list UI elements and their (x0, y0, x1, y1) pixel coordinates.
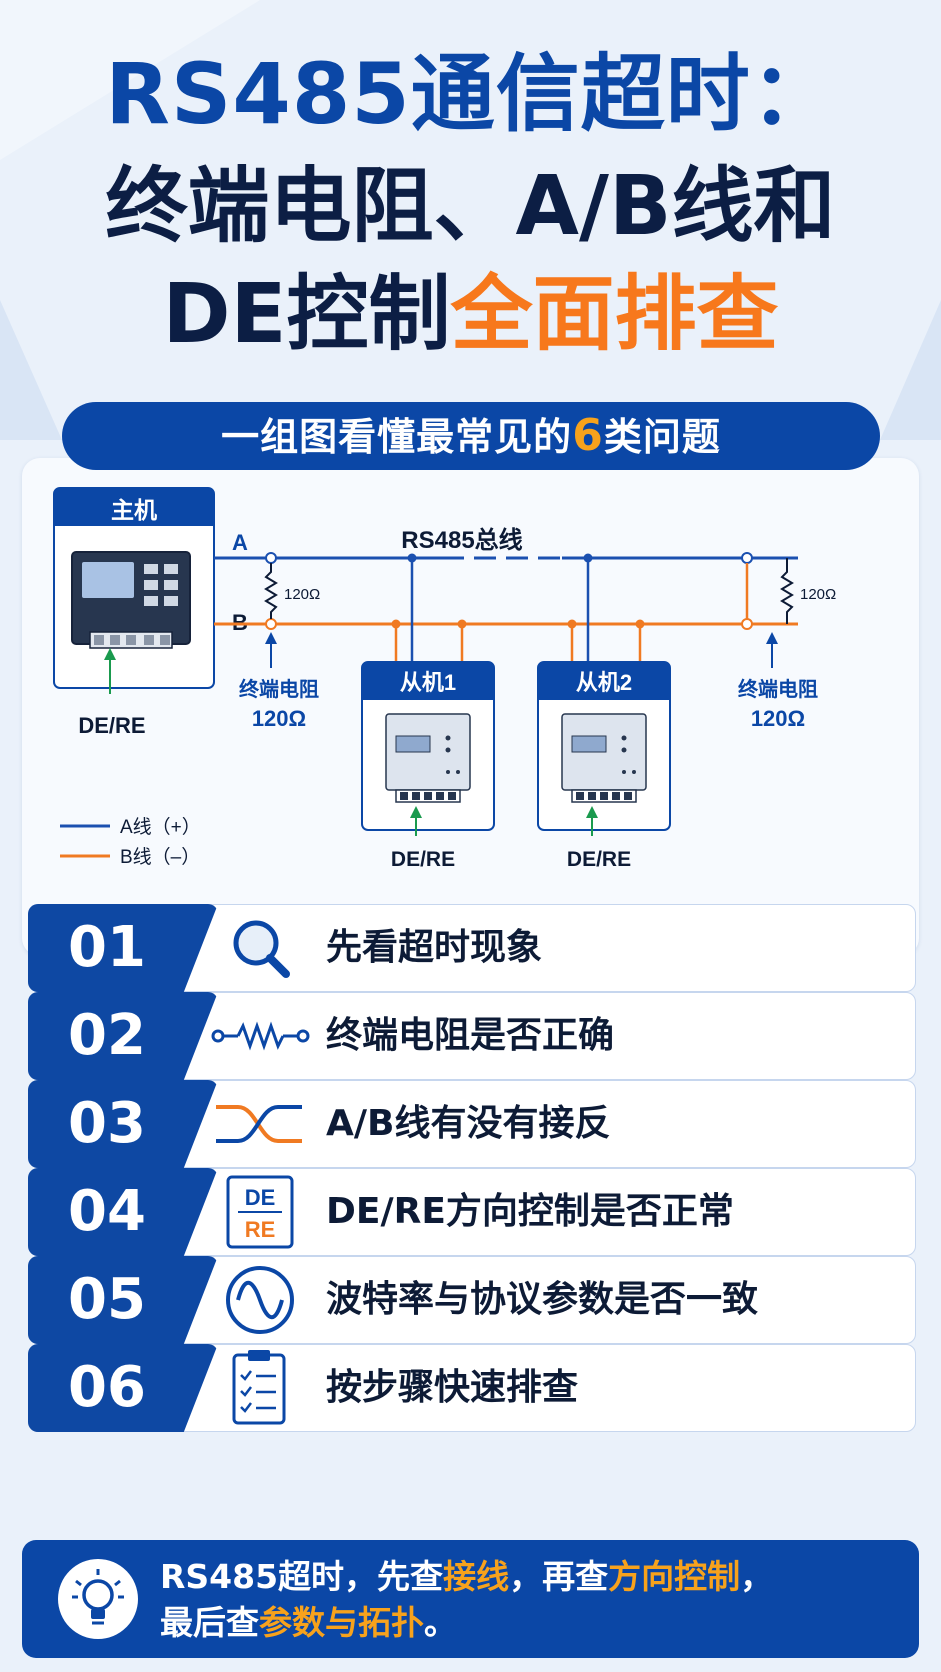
step-2-number: 02 (68, 1003, 146, 1068)
step-row-4: 04 DE RE DE/RE方向控制是否正常 (28, 1168, 916, 1256)
right-resistor-value: 120Ω (800, 586, 836, 603)
summary-text-5: 。 (424, 1603, 457, 1642)
step-row-5: 05 波特率与协议参数是否一致 (28, 1256, 916, 1344)
summary-highlight-wiring: 接线 (443, 1557, 510, 1596)
slave-1-connections (391, 553, 467, 662)
summary-line-1: RS485超时，先查接线，再查方向控制， (160, 1560, 773, 1593)
step-row-1: 01 先看超时现象 (28, 904, 916, 992)
summary-text-3: ， (740, 1557, 774, 1596)
legend-b-label: B线（–） (120, 846, 200, 868)
subtitle-banner: 一组图看懂最常见的6类问题 (62, 402, 880, 470)
summary-text-2: ，再查 (509, 1557, 609, 1596)
rs485-bus-diagram: RS485总线 主机 DE/RE A B 120Ω 终端电阻 (53, 487, 836, 871)
summary-highlight-params: 参数与拓扑 (259, 1603, 424, 1642)
step-6-number: 06 (68, 1355, 146, 1420)
step-1-label: 先看超时现象 (326, 927, 543, 968)
title-line-3: DE控制全面排查 (0, 274, 941, 356)
left-termination-resistor: 120Ω 终端电阻 120Ω (239, 552, 320, 731)
summary-text-1: RS485超时，先查 (160, 1557, 444, 1596)
master-device: 主机 DE/RE (53, 487, 215, 738)
title-line-2: 终端电阻、A/B线和 (105, 159, 836, 254)
summary-banner: RS485超时，先查接线，再查方向控制， 最后查参数与拓扑。 (22, 1540, 919, 1658)
lightbulb-icon (58, 1559, 138, 1639)
slave-device-1: 从机1 DE/RE (361, 661, 495, 871)
step-row-6: 06 按步骤快速排查 (28, 1344, 916, 1432)
step-row-2: 02 终端电阻是否正确 (28, 992, 916, 1080)
de-re-icon-top: DE (245, 1185, 276, 1210)
step-3-number: 03 (68, 1091, 146, 1156)
summary-highlight-direction: 方向控制 (608, 1557, 741, 1596)
left-term-label: 终端电阻 (239, 677, 319, 701)
legend-a-label: A线（+） (120, 816, 201, 838)
right-term-value: 120Ω (751, 706, 805, 731)
step-1-number: 01 (68, 915, 146, 980)
slave-2-de-re-label: DE/RE (567, 848, 631, 871)
resistor-icon (198, 995, 328, 1077)
crossed-wires-icon (198, 1083, 328, 1165)
legend: A线（+） B线（–） (60, 816, 201, 868)
title-highlight: 全面排查 (450, 267, 779, 362)
right-termination-resistor: 120Ω 终端电阻 120Ω (738, 552, 836, 731)
master-label: 主机 (111, 497, 157, 523)
bus-label: RS485总线 (401, 526, 522, 554)
step-5-number: 05 (68, 1267, 146, 1332)
step-6-label: 按步骤快速排查 (326, 1367, 579, 1408)
subtitle-number: 6 (572, 410, 604, 461)
summary-text-4: 最后查 (160, 1603, 259, 1642)
de-re-icon: DE RE (198, 1171, 328, 1253)
subtitle-prefix: 一组图看懂最常见的 (221, 415, 573, 459)
step-5-label: 波特率与协议参数是否一致 (326, 1279, 759, 1320)
magnifier-icon (198, 907, 328, 989)
subtitle-suffix: 类问题 (603, 415, 721, 459)
slave-1-de-re-label: DE/RE (391, 848, 455, 871)
left-resistor-value: 120Ω (284, 586, 320, 603)
step-2-label: 终端电阻是否正确 (326, 1015, 615, 1056)
master-de-re-label: DE/RE (78, 713, 145, 738)
slave-1-label: 从机1 (400, 670, 456, 695)
slave-2-label: 从机2 (576, 670, 632, 695)
title-line-1: RS485通信超时： (105, 45, 836, 143)
step-4-label: DE/RE方向控制是否正常 (326, 1191, 734, 1232)
step-row-3: 03 A/B线有没有接反 (28, 1080, 916, 1168)
left-term-value: 120Ω (252, 706, 306, 731)
sine-wave-icon (198, 1259, 328, 1341)
checklist-icon (198, 1347, 328, 1429)
slave-2-connections (567, 553, 645, 662)
step-4-number: 04 (68, 1179, 146, 1244)
right-term-label: 终端电阻 (738, 677, 818, 701)
slave-device-2: 从机2 DE/RE (537, 661, 671, 871)
de-re-icon-bottom: RE (245, 1217, 276, 1242)
step-3-label: A/B线有没有接反 (326, 1103, 611, 1144)
title-line-3-prefix: DE控制 (162, 267, 451, 362)
line-a-label: A (232, 530, 248, 555)
summary-line-2: 最后查参数与拓扑。 (160, 1606, 457, 1639)
